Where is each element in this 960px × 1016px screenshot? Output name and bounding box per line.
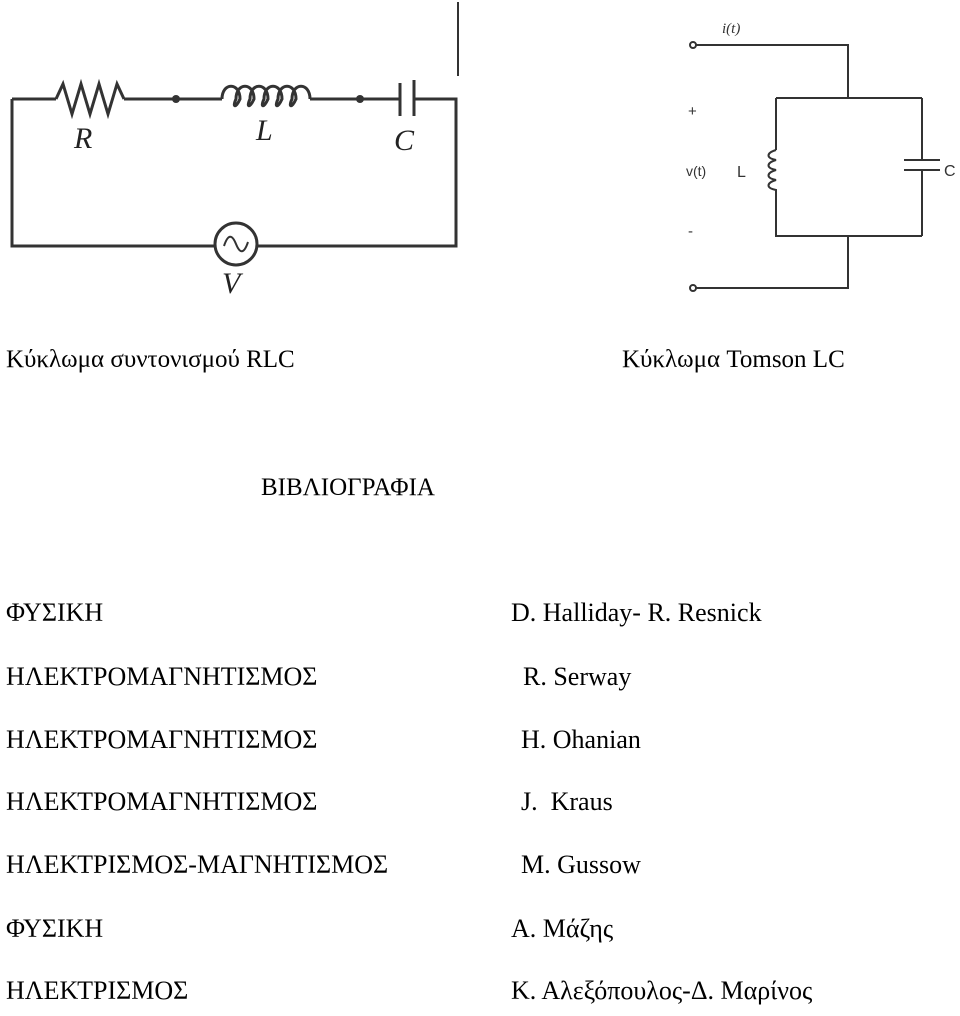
lc-wire bbox=[696, 44, 849, 98]
label-lc-l: L bbox=[737, 164, 746, 181]
entry-topic: ΗΛΕΚΤΡΟΜΑΓΝΗΤΙΣΜΟΣ bbox=[6, 662, 318, 691]
entry-topic: ΗΛΕΚΤΡΟΜΑΓΝΗΤΙΣΜΟΣ bbox=[6, 787, 318, 816]
rlc-wire bbox=[10, 99, 214, 248]
label-c: C bbox=[394, 124, 415, 157]
label-v: V bbox=[222, 267, 244, 300]
terminal-icon bbox=[689, 41, 697, 49]
terminal-icon bbox=[689, 284, 697, 292]
entry-topic: ΗΛΕΚΤΡΙΣΜΟΣ bbox=[6, 976, 189, 1005]
label-r: R bbox=[73, 122, 92, 155]
inductor-symbol bbox=[220, 84, 312, 108]
junction-dot bbox=[356, 95, 364, 103]
capacitor-symbol bbox=[904, 159, 940, 171]
resistor-symbol bbox=[54, 78, 126, 120]
entry-author: Κ. Αλεξόπουλος-Δ. Μαρίνος bbox=[511, 976, 813, 1005]
inductor-symbol bbox=[767, 149, 777, 194]
label-lc-c: C bbox=[944, 163, 956, 180]
entry-author: R. Serway bbox=[523, 662, 632, 691]
lc-caption: Κύκλωμα Tomson LC bbox=[622, 346, 845, 373]
bibliography-entry: ΗΛΕΚΤΡΙΣΜΟΣ Κ. Αλεξόπουλος-Δ. Μαρίνος bbox=[0, 976, 960, 1016]
label-l: L bbox=[255, 114, 273, 147]
label-current: i(t) bbox=[722, 21, 740, 37]
bibliography-heading: ΒΙΒΛΙΟΓΡΑΦΙΑ bbox=[261, 474, 435, 501]
bibliography-entry: ΗΛΕΚΤΡΟΜΑΓΝΗΤΙΣΜΟΣ R. Serway bbox=[0, 662, 960, 702]
entry-author: Α. Μάζης bbox=[511, 914, 614, 943]
entry-topic: ΦΥΣΙΚΗ bbox=[6, 598, 104, 627]
sine-wave-icon bbox=[223, 235, 249, 253]
bibliography-entry: ΗΛΕΚΤΡΟΜΑΓΝΗΤΙΣΜΟΣ J. Kraus bbox=[0, 787, 960, 827]
bibliography-entry: ΗΛΕΚΤΡΙΣΜΟΣ-ΜΑΓΝΗΤΙΣΜΟΣ M. Gussow bbox=[0, 850, 960, 890]
ac-source-symbol bbox=[213, 221, 259, 267]
lc-wire bbox=[775, 194, 922, 237]
bibliography-entry: ΦΥΣΙΚΗ Α. Μάζης bbox=[0, 914, 960, 954]
rlc-caption: Κύκλωμα συντονισμού RLC bbox=[6, 346, 295, 373]
bibliography-entry: ΗΛΕΚΤΡΟΜΑΓΝΗΤΙΣΜΟΣ H. Ohanian bbox=[0, 725, 960, 765]
bibliography-entry: ΦΥΣΙΚΗ D. Halliday- R. Resnick bbox=[0, 598, 960, 638]
capacitor-symbol bbox=[398, 80, 416, 116]
rlc-wire bbox=[258, 97, 458, 248]
junction-dot bbox=[172, 95, 180, 103]
lc-wire bbox=[696, 236, 849, 289]
label-voltage: v(t) bbox=[686, 163, 706, 179]
label-plus: + bbox=[688, 103, 697, 120]
entry-author: D. Halliday- R. Resnick bbox=[511, 598, 762, 627]
label-minus: - bbox=[688, 223, 693, 240]
entry-author: M. Gussow bbox=[521, 850, 641, 879]
rlc-circuit-diagram: R L C V bbox=[10, 2, 459, 300]
entry-topic: ΗΛΕΚΤΡΙΣΜΟΣ-ΜΑΓΝΗΤΙΣΜΟΣ bbox=[6, 850, 389, 879]
entry-topic: ΦΥΣΙΚΗ bbox=[6, 914, 104, 943]
entry-author: H. Ohanian bbox=[521, 725, 641, 754]
entry-topic: ΗΛΕΚΤΡΟΜΑΓΝΗΤΙΣΜΟΣ bbox=[6, 725, 318, 754]
entry-author: J. Kraus bbox=[521, 787, 613, 816]
